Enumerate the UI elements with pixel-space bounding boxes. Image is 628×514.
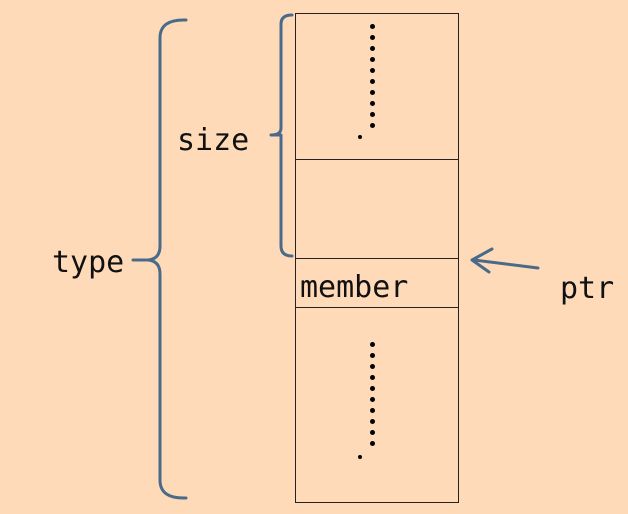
member-label: member [300, 270, 409, 305]
ptr-label: ptr [560, 271, 615, 306]
size-label: size [177, 123, 250, 158]
type-label: type [52, 245, 125, 280]
type-brace [131, 18, 188, 500]
ptr-arrow [470, 247, 540, 274]
size-bracket [269, 13, 294, 258]
memory-cell-lower [295, 307, 459, 503]
